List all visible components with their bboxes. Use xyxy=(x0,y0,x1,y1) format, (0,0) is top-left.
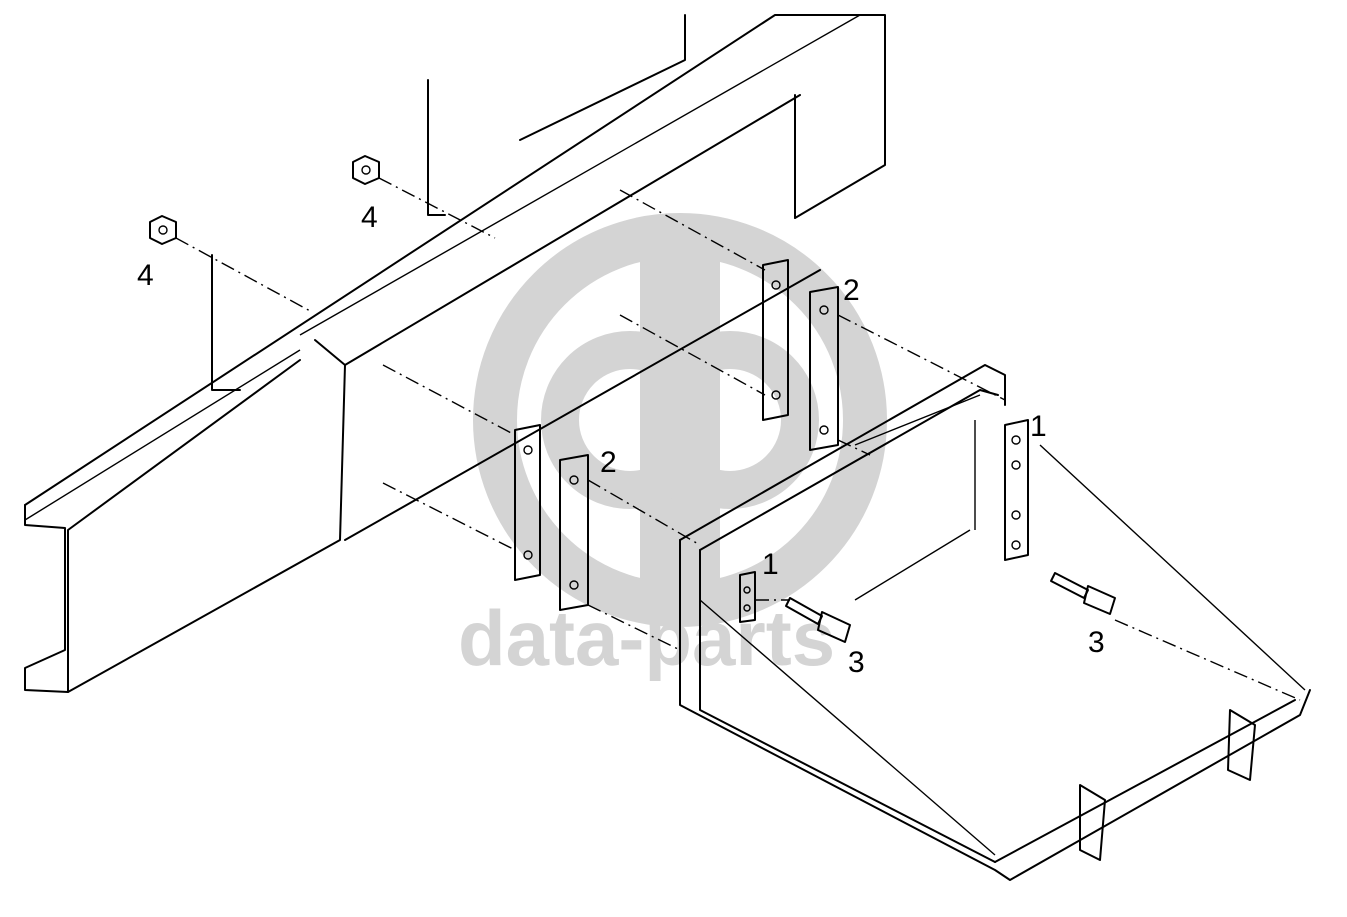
side-bracket-left xyxy=(739,571,756,623)
callout-plate-right: 2 xyxy=(843,274,860,307)
side-bracket-right xyxy=(1004,419,1029,561)
bolt-right xyxy=(1050,572,1116,615)
callout-bracket-right: 1 xyxy=(1030,410,1047,443)
callout-bracket-left: 1 xyxy=(762,548,779,581)
callout-bolt-left: 3 xyxy=(848,646,865,679)
callout-nut-right: 4 xyxy=(361,201,378,234)
callout-bolt-right: 3 xyxy=(1088,626,1105,659)
bolt-left xyxy=(785,597,851,643)
assembly-center-lines xyxy=(175,177,1301,701)
watermark-text: data-parts xyxy=(458,594,835,682)
battery-tray xyxy=(679,364,1311,881)
nut-right xyxy=(352,155,380,185)
nut-left xyxy=(149,215,177,245)
callout-plate-left: 2 xyxy=(600,446,617,479)
mounting-plate-right xyxy=(762,259,839,451)
callout-nut-left: 4 xyxy=(137,259,154,292)
frame-crossmember xyxy=(24,14,886,693)
